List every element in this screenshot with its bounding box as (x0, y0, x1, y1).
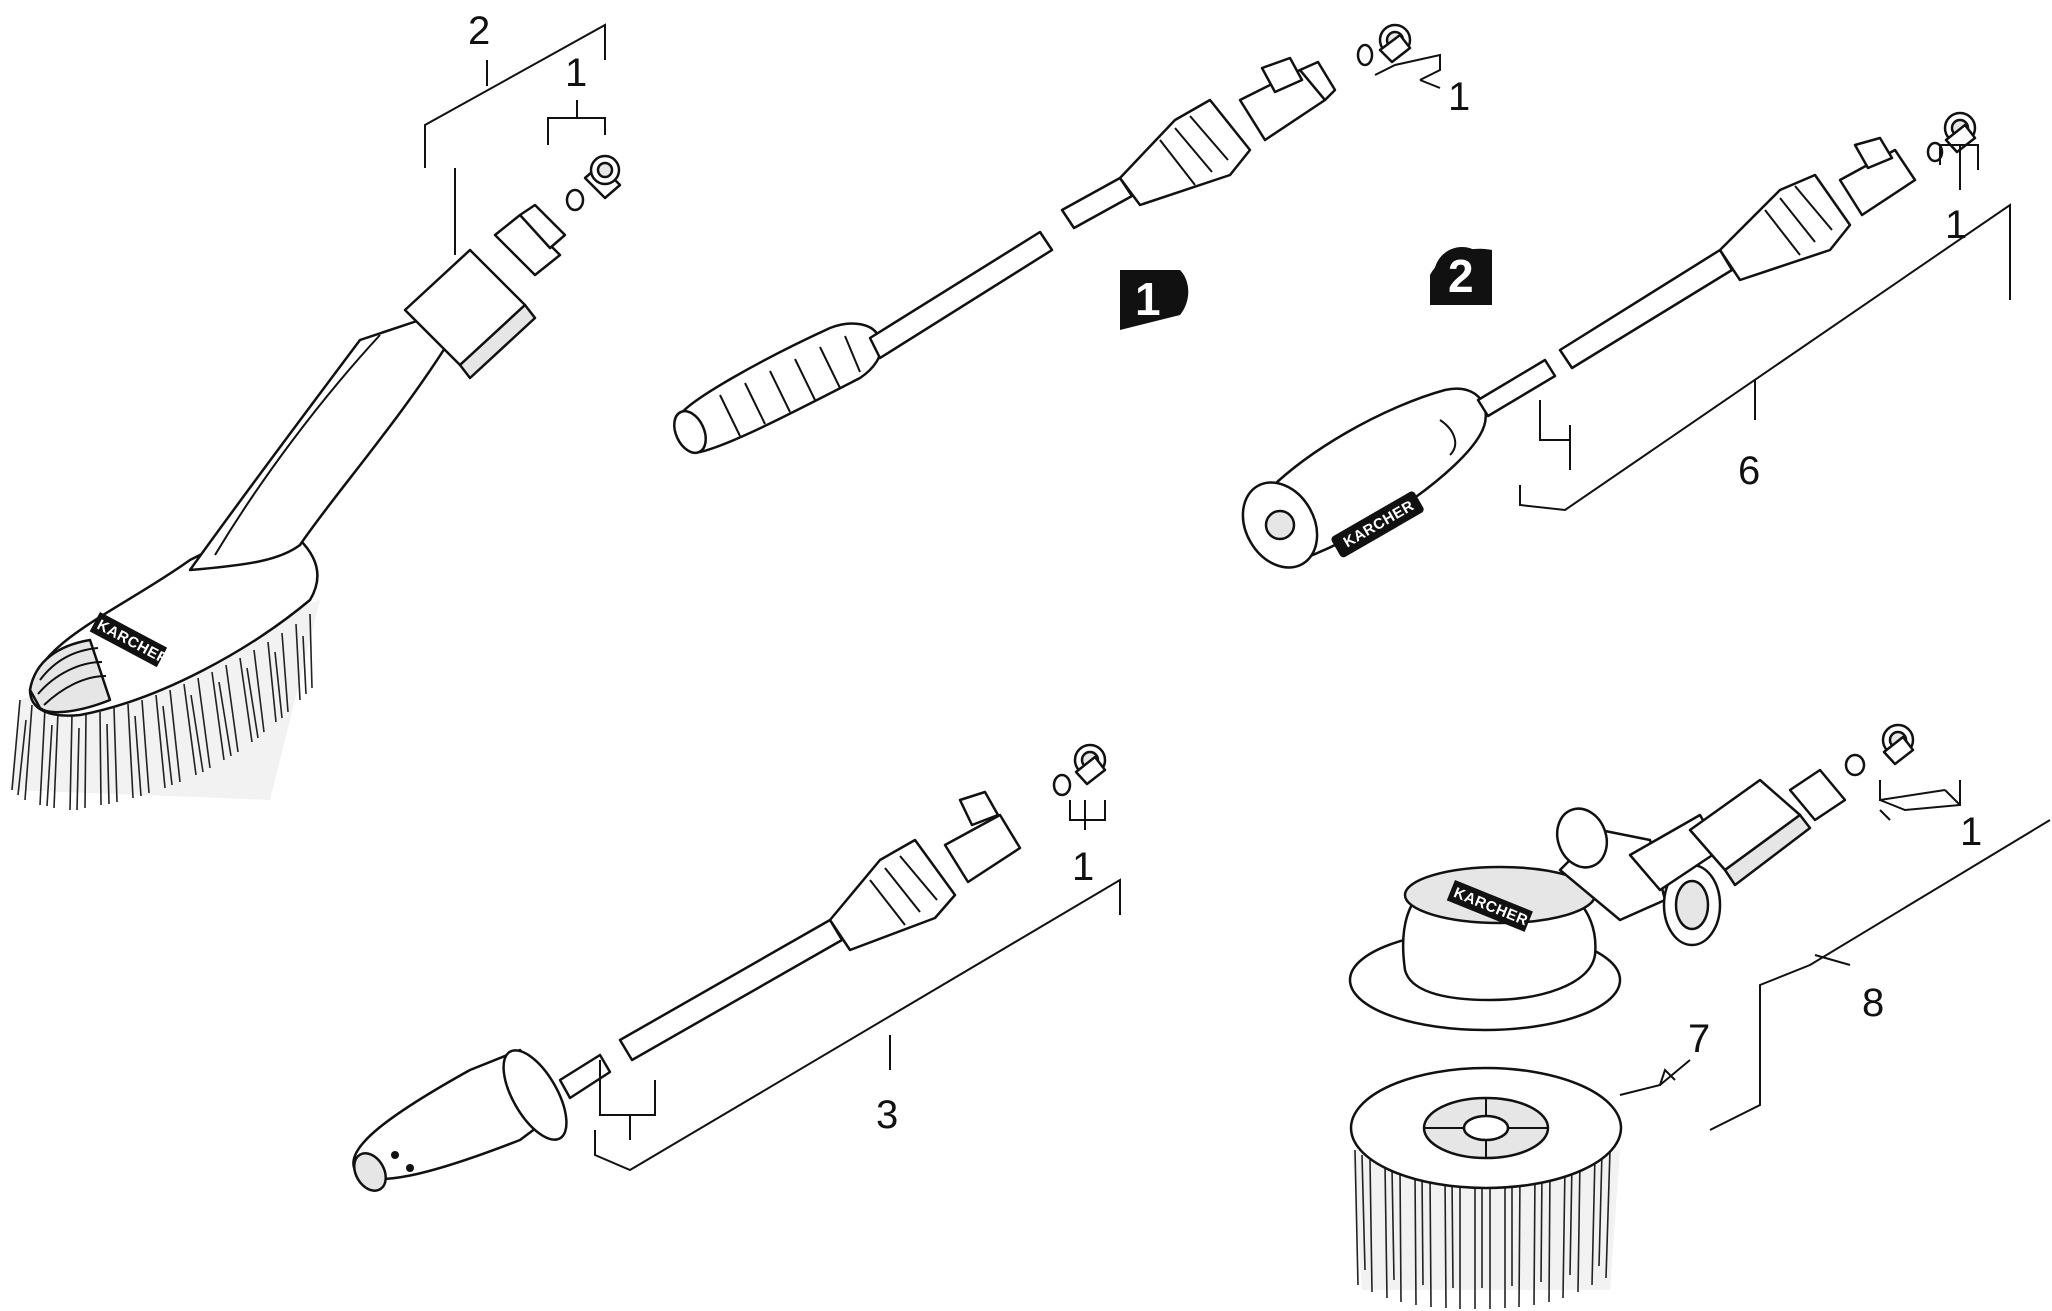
nozzle-fitting-lance-1 (1356, 23, 1412, 67)
wash-brush-assembly: KARCHER (10, 203, 567, 811)
svg-text:2: 2 (1448, 250, 1474, 302)
nozzle-fitting-rotating-brush (1844, 723, 1915, 777)
callout-1-lance-6: 1 (1945, 203, 1967, 247)
callout-8: 8 (1862, 981, 1884, 1025)
callout-2: 2 (468, 9, 490, 53)
spray-lance-1-tube-upper (1060, 176, 1134, 230)
spray-lance-1-tube-lower (868, 230, 1054, 360)
callout-3: 3 (876, 1093, 898, 1137)
leader-lines (424, 23, 2051, 1172)
rotating-brush-connector (1788, 768, 1847, 822)
spray-lance-6: KARCHER (1241, 136, 1917, 569)
rotor-lance-3-tube-upper (618, 918, 844, 1062)
callout-7: 7 (1688, 1017, 1710, 1061)
callout-1-rotating-brush: 1 (1960, 810, 1982, 854)
callout-labels: 2 1 1 1 6 1 3 1 8 7 (468, 9, 1982, 1137)
spray-lance-6-tube-upper (1558, 248, 1734, 370)
spray-lance-1-grip-ribs (719, 335, 861, 437)
wash-brush-handle (188, 318, 452, 572)
rotor-lance-3-connector (943, 813, 1022, 884)
variant-badge-1: 1 (1120, 270, 1189, 330)
callout-1-brush: 1 (565, 51, 587, 95)
callout-1-lance-3: 1 (1072, 845, 1094, 889)
rotating-brush-assembly: KARCHER (1348, 768, 1847, 1309)
rotating-brush-bristles (1349, 1066, 1623, 1309)
spray-lance-6-tube-lower (1476, 358, 1557, 418)
callout-6: 6 (1738, 449, 1760, 493)
rotor-lance-3-tube-lower (558, 1053, 612, 1100)
callout-1-lance-1: 1 (1448, 75, 1470, 119)
spray-lance-6-cone (1718, 173, 1852, 282)
o-ring (565, 188, 585, 212)
spray-lance-1 (673, 56, 1337, 455)
wash-brush-bristles (10, 600, 320, 811)
wash-brush-connector (493, 213, 562, 277)
spray-lance-1-cone (1118, 98, 1252, 207)
wash-brush-head-ribs (37, 647, 107, 706)
rotor-lance-3-cone (828, 838, 957, 952)
nozzle-fitting-lance-6 (1926, 111, 1977, 163)
variant-badge-2: 2 (1430, 247, 1492, 305)
svg-text:1: 1 (1135, 273, 1161, 325)
nozzle-fitting-lance-3 (1052, 743, 1107, 797)
nozzle-fitting-brush (565, 154, 622, 212)
rotor-lance-3 (352, 790, 1022, 1192)
